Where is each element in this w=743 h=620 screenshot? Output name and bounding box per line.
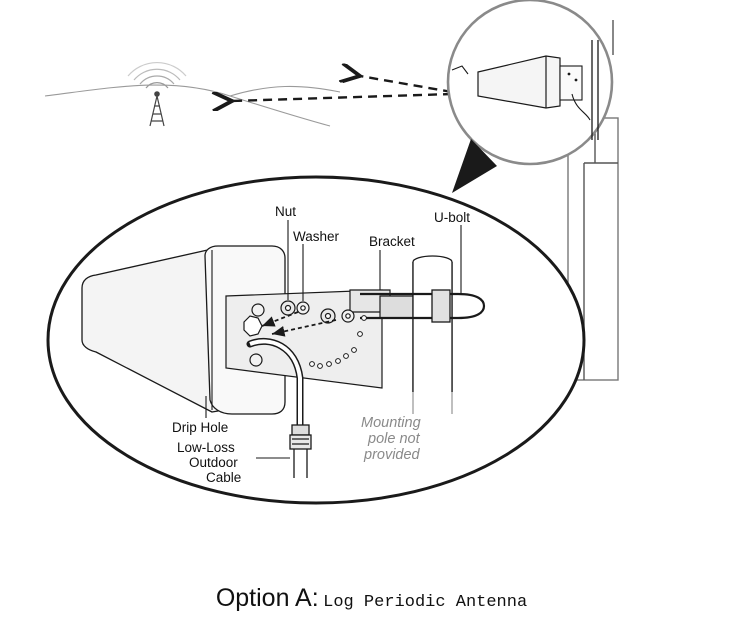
- label-drip-hole: Drip Hole: [172, 420, 228, 435]
- label-cable-line1: Low-Loss: [177, 440, 235, 455]
- signal-paths: [232, 76, 453, 101]
- bracket-holes: [309, 315, 367, 369]
- label-ubolt: U-bolt: [434, 210, 470, 225]
- cell-tower-icon: [127, 62, 187, 127]
- nuts-and-washers: [251, 300, 355, 324]
- leader-lines: [205, 220, 462, 459]
- label-mount-line3: provided: [363, 447, 421, 463]
- caption-option: Option A:: [215, 584, 319, 612]
- hills: [44, 84, 341, 127]
- figure-caption: Option A: Log Periodic Antenna: [0, 584, 743, 613]
- label-cable-line3: Cable: [206, 470, 241, 485]
- small-callout: [446, 0, 614, 166]
- callout-connector: [452, 139, 497, 193]
- cable: [246, 337, 312, 478]
- u-bolt: [360, 289, 486, 323]
- label-washer: Washer: [293, 229, 340, 244]
- label-cable-line2: Outdoor: [189, 455, 238, 470]
- mount-points: [243, 315, 263, 367]
- mounting-pole: [412, 255, 453, 392]
- label-mount-line2: pole not: [367, 431, 421, 447]
- assembly-arrows: [261, 311, 337, 337]
- label-bracket: Bracket: [369, 234, 415, 249]
- label-nut: Nut: [275, 204, 296, 219]
- caption-title: Log Periodic Antenna: [323, 593, 528, 612]
- label-mount-line1: Mounting: [361, 415, 421, 431]
